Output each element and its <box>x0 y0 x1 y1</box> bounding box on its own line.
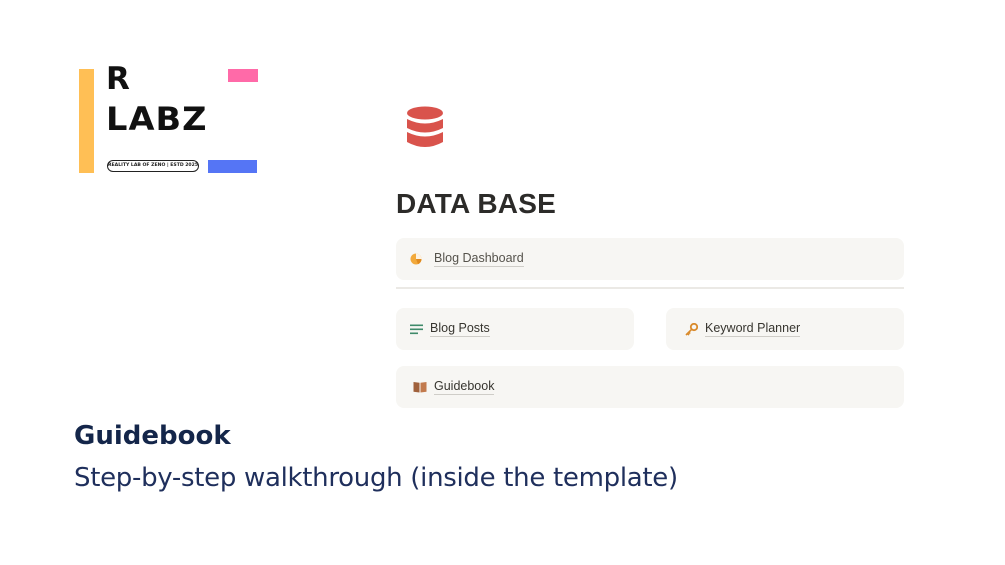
pie-chart-icon <box>409 252 423 266</box>
keyword-planner-link[interactable]: Keyword Planner <box>666 308 904 350</box>
key-icon <box>684 322 698 336</box>
keyword-planner-label: Keyword Planner <box>705 321 801 337</box>
blog-posts-label: Blog Posts <box>430 321 490 337</box>
guidebook-link[interactable]: Guidebook <box>396 366 904 408</box>
guidebook-label: Guidebook <box>434 379 495 395</box>
logo-yellow-bar <box>79 69 94 173</box>
logo-pink-bar <box>228 69 258 82</box>
caption-title: Guidebook <box>74 421 231 451</box>
logo-mark-bottom: LABZ <box>106 100 208 138</box>
section-divider <box>396 287 904 289</box>
blog-dashboard-label: Blog Dashboard <box>434 251 524 267</box>
logo-mark-top: R <box>106 61 130 97</box>
list-lines-icon <box>409 322 423 336</box>
database-icon <box>407 106 443 147</box>
book-icon <box>413 380 427 394</box>
logo-tagline: REALITY LAB OF ZENO | ESTD 2025 <box>107 160 199 172</box>
logo-blue-bar <box>208 160 257 173</box>
blog-posts-link[interactable]: Blog Posts <box>396 308 634 350</box>
blog-dashboard-link[interactable]: Blog Dashboard <box>396 238 904 280</box>
database-title: DATA BASE <box>396 188 556 219</box>
rlabz-logo: R LABZ REALITY LAB OF ZENO | ESTD 2025 <box>79 61 259 175</box>
caption-subtitle: Step-by-step walkthrough (inside the tem… <box>74 463 678 493</box>
